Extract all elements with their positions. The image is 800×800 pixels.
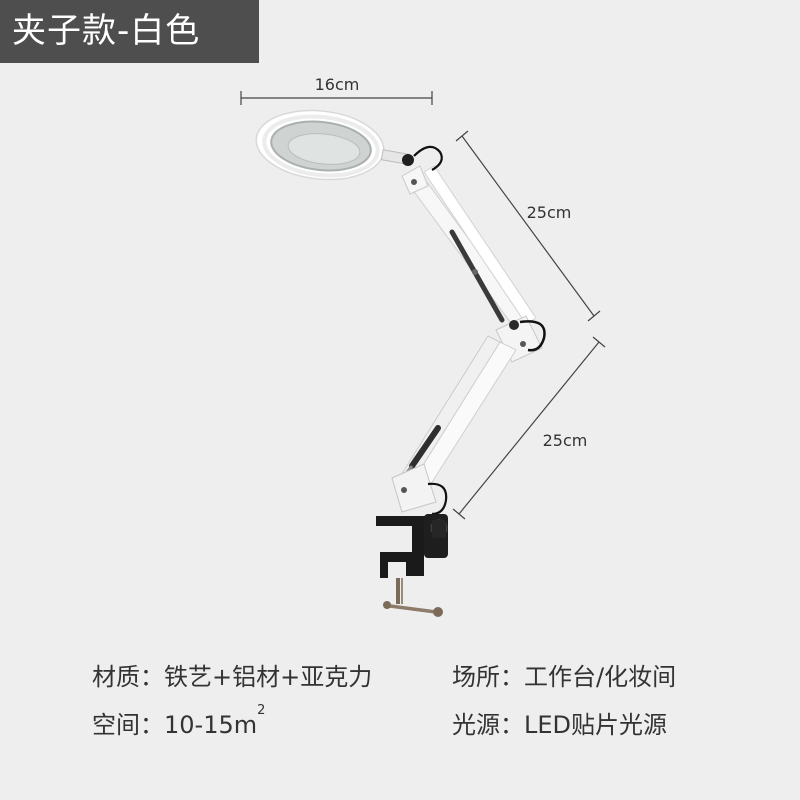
product-specs: 材质：铁艺+铝材+亚克力 场所：工作台/化妆间 空间：10-15m2 光源：LE… bbox=[0, 645, 800, 755]
lens-width-label: 16cm bbox=[315, 75, 360, 94]
base-joint bbox=[391, 463, 448, 516]
spec-location: 场所：工作台/化妆间 bbox=[452, 657, 676, 692]
location-value: 工作台/化妆间 bbox=[524, 663, 677, 691]
upper-arm-label: 25cm bbox=[527, 203, 572, 222]
spec-material: 材质：铁艺+铝材+亚克力 bbox=[92, 657, 372, 692]
space-value: 10-15m bbox=[164, 711, 258, 739]
lower-arm-dimension: 25cm bbox=[452, 336, 606, 520]
lens-width-dimension: 16cm bbox=[240, 75, 433, 105]
light-value: LED贴片光源 bbox=[524, 711, 668, 739]
light-label: 光源： bbox=[452, 711, 524, 739]
space-label: 空间： bbox=[92, 711, 164, 739]
material-value: 铁艺+铝材+亚克力 bbox=[164, 663, 373, 691]
product-variant-title: 夹子款-白色 bbox=[0, 0, 259, 63]
upper-arm bbox=[403, 165, 537, 331]
spec-space: 空间：10-15m2 bbox=[92, 703, 266, 740]
desk-clamp bbox=[376, 514, 448, 617]
magnifier-lamp-illustration: 16cm 25cm 25cm bbox=[240, 75, 606, 617]
head-connector bbox=[380, 145, 443, 195]
material-label: 材质： bbox=[92, 663, 164, 691]
magnifier-lamp-head bbox=[255, 109, 385, 181]
lower-arm-label: 25cm bbox=[543, 431, 588, 450]
spec-light-source: 光源：LED贴片光源 bbox=[452, 705, 667, 740]
location-label: 场所： bbox=[452, 663, 524, 691]
space-superscript: 2 bbox=[257, 703, 266, 718]
upper-arm-dimension: 25cm bbox=[455, 130, 601, 322]
